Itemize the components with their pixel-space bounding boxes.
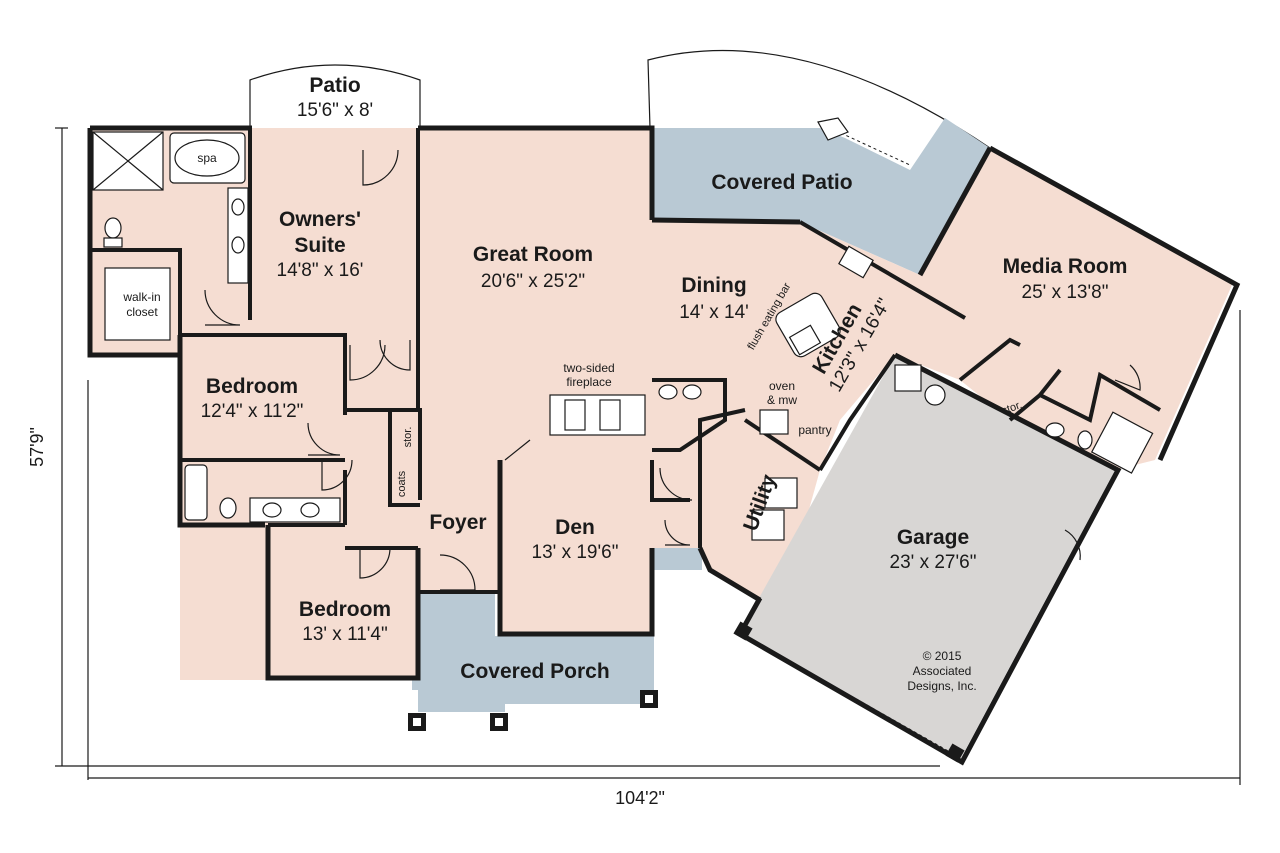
spa-label: spa: [197, 151, 217, 165]
dining-label: Dining: [681, 274, 746, 297]
doors: [204, 149, 1141, 591]
covered-patio-arc: [647, 49, 991, 149]
pantry-label: pantry: [798, 423, 831, 437]
copyright-label: Designs, Inc.: [907, 679, 976, 693]
sink-icon: [231, 236, 245, 254]
bedroom-1-dims: 12'4" x 11'2": [201, 401, 304, 422]
great-room-dims: 20'6" x 25'2": [481, 271, 585, 292]
garage-corner-post: [733, 621, 753, 641]
covered-patio-area: [652, 118, 990, 275]
overall-depth-label: 57'9": [27, 427, 47, 467]
media-room-dims: 25' x 13'8": [1022, 282, 1109, 303]
owners-suite-label: Owners': [279, 208, 361, 231]
foyer-label: Foyer: [429, 511, 486, 534]
coats-label: coats: [396, 470, 408, 497]
garage-floor: [740, 355, 1115, 760]
exterior-walls: [87, 125, 1241, 766]
room-floors: [90, 128, 1232, 680]
toilet-icon: [219, 497, 237, 519]
walkin-closet-label: closet: [126, 305, 158, 319]
kitchen-sink-icon: [838, 245, 874, 279]
interior-walls: [90, 128, 1162, 594]
oven-icon: [759, 409, 789, 435]
washer-icon: [764, 477, 798, 509]
sink-icon: [1045, 422, 1065, 438]
toilet-icon: [104, 217, 122, 239]
bedroom-2-dims: 13' x 11'4": [302, 624, 387, 645]
patio-label: Patio: [309, 74, 360, 97]
garage-corner-post: [945, 743, 965, 763]
copyright-label: Associated: [913, 664, 972, 678]
garage-dims: 23' x 27'6": [890, 552, 977, 573]
covered-porch-label: Covered Porch: [460, 660, 609, 683]
toilet-icon: [1077, 430, 1093, 450]
closet-box: [104, 267, 171, 341]
water-heater-icon: [894, 364, 922, 392]
stor-label: stor.: [402, 427, 414, 448]
sink-icon: [300, 502, 320, 518]
bedroom-2-label: Bedroom: [299, 598, 391, 621]
garage-door: [751, 639, 951, 753]
great-room-label: Great Room: [473, 243, 593, 266]
covered-porch-area: [412, 592, 654, 712]
dryer-icon: [751, 509, 785, 541]
covered-patio-label: Covered Patio: [711, 171, 852, 194]
oven-label: oven: [769, 379, 795, 393]
garage-label: Garage: [897, 526, 969, 549]
overall-width-label: 104'2": [615, 788, 665, 808]
owners-suite-label: Suite: [294, 234, 345, 257]
fixtures: [92, 131, 1154, 541]
bedroom-1-label: Bedroom: [206, 375, 298, 398]
patio-dims: 15'6" x 8': [297, 100, 373, 121]
fireplace-icon: [549, 394, 646, 436]
sink-icon: [231, 198, 245, 216]
grill-icon: [817, 117, 849, 141]
dimension-lines: [55, 127, 1241, 785]
porch-posts: [408, 690, 658, 731]
shower-icon: [1090, 411, 1154, 474]
patio-area: [249, 64, 421, 128]
toilet-icon: [658, 384, 678, 400]
bathtub-icon: [184, 464, 208, 521]
den-label: Den: [555, 516, 595, 539]
sink-icon: [682, 384, 702, 400]
fireplace-label: two-sided: [563, 361, 614, 375]
media-room-label: Media Room: [1003, 255, 1128, 278]
oven-label: & mw: [767, 393, 797, 407]
dining-dims: 14' x 14': [679, 302, 749, 323]
furnace-icon: [924, 384, 946, 406]
walkin-closet-label: walk-in: [122, 290, 160, 304]
fireplace-label: fireplace: [566, 375, 612, 389]
copyright-label: © 2015: [923, 649, 962, 663]
sink-icon: [262, 502, 282, 518]
owners-suite-dims: 14'8" x 16': [277, 260, 364, 281]
den-dims: 13' x 19'6": [532, 542, 619, 563]
